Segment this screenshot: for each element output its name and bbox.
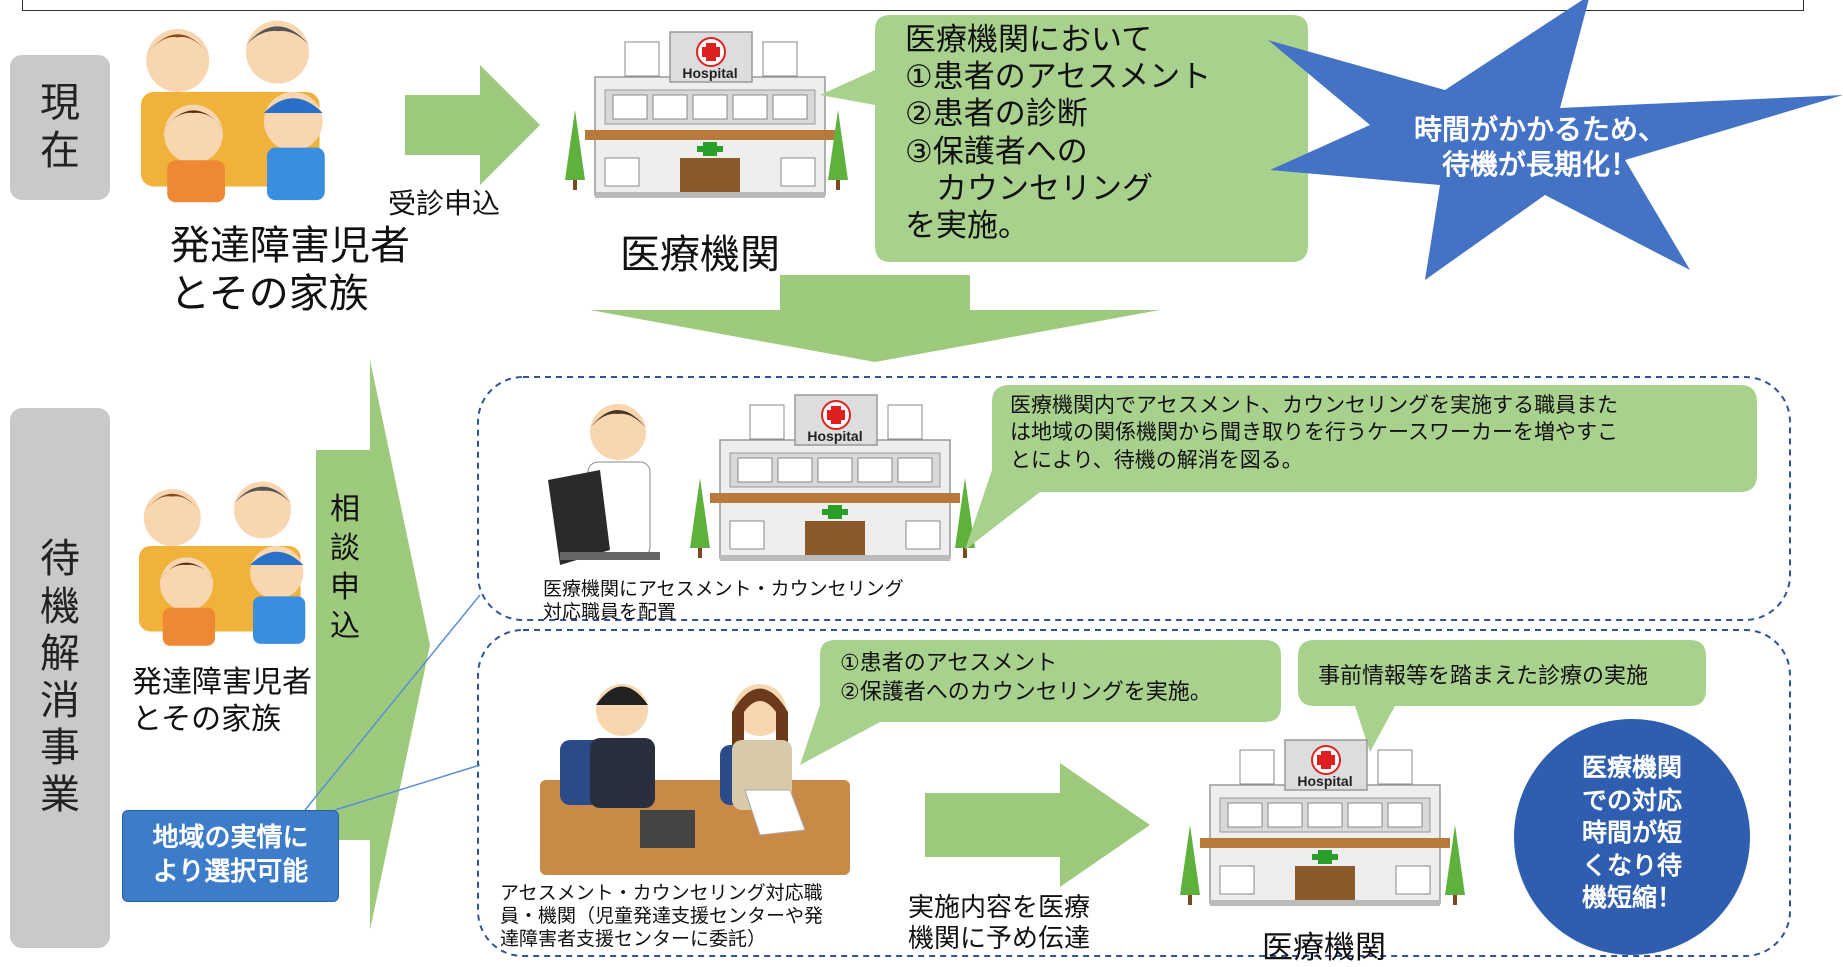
option-a-hospital-illustration: [709, 394, 961, 562]
current-bubble-line-3: ②患者の診断: [905, 96, 1088, 133]
project-arrow: [316, 360, 430, 930]
option-a-bubble-text: 医療機関内でアセスメント、カウンセリングを実施する職員また は地域の関係機関から…: [1010, 392, 1618, 474]
current-bubble-line-5: カウンセリング: [905, 170, 1153, 207]
option-b-circle-line-4: くなり待: [1581, 850, 1682, 880]
option-b-bubble-left-text: ①患者のアセスメント ②保護者へのカウンセリングを実施。: [840, 650, 1212, 707]
option-b-caption-line-3: 達障害者支援センターに委託）: [500, 928, 767, 951]
select-note-line-1: 地域の実情に: [152, 823, 309, 854]
section-current-label: 現 在: [10, 55, 110, 200]
current-bubble-text: 医療機関において ①患者のアセスメント ②患者の診断 ③保護者への カウンセリン…: [905, 22, 1211, 245]
doctor-illustration: [548, 404, 660, 565]
select-note-line-2: より選択可能: [152, 857, 309, 887]
select-note-box: 地域の実情に より選択可能: [122, 810, 339, 902]
project-arrow-label-4: 込: [330, 609, 360, 644]
current-family-label-line-2: とその家族: [170, 271, 369, 317]
option-a-caption-line-2: 対応職員を配置: [543, 600, 677, 623]
option-b-hospital-label: 医療機関: [1262, 930, 1386, 966]
option-b-bubble-left-line-1: ①患者のアセスメント: [840, 651, 1058, 676]
option-a-bubble-line-2: は地域の関係機関から聞き取りを行うケースワーカーを増やすこ: [1010, 420, 1618, 445]
current-family-label-line-1: 発達障害児者: [170, 223, 410, 269]
option-b-hospital-sign: Hospital: [1297, 773, 1352, 789]
current-star-line-1: 時間がかかるため、: [1413, 113, 1666, 146]
option-a-caption-line-1: 医療機関にアセスメント・カウンセリング: [543, 578, 904, 600]
connector-line-b: [334, 764, 481, 811]
current-hospital-label: 医療機関: [620, 232, 780, 278]
current-family-label: 発達障害児者 とその家族: [170, 222, 410, 318]
project-family-illustration: [139, 481, 306, 646]
current-family-illustration: [141, 20, 325, 203]
current-hospital-illustration: [584, 31, 836, 199]
current-hospital-sign: Hospital: [682, 65, 737, 81]
option-b-caption-line-1: アセスメント・カウンセリング対応職: [500, 882, 823, 904]
current-bubble-line-4: ③保護者への: [905, 133, 1088, 170]
connector-line-a: [304, 594, 481, 811]
option-a-caption: 医療機関にアセスメント・カウンセリング 対応職員を配置: [543, 578, 904, 624]
option-b-circle-line-3: 時間が短: [1581, 818, 1682, 847]
option-b-circle-text: 医療機関 での対応 時間が短 くなり待 機短縮！: [1532, 752, 1732, 915]
option-a-bubble: [965, 385, 1757, 550]
option-b-circle-line-2: での対応: [1581, 785, 1682, 815]
current-bubble-line-6: を実施。: [905, 207, 1029, 244]
option-b-bubble-left-line-2: ②保護者へのカウンセリングを実施。: [840, 679, 1212, 705]
transition-arrow: [590, 275, 1160, 362]
project-arrow-label: 相 談 申 込: [330, 490, 360, 646]
option-b-circle-line-1: 医療機関: [1581, 753, 1682, 782]
option-b-circle-line-5: 機短縮！: [1581, 883, 1682, 912]
option-b-caption: アセスメント・カウンセリング対応職 員・機関（児童発達支援センターや発 達障害者…: [500, 882, 823, 952]
project-arrow-label-2: 談: [330, 531, 360, 566]
option-b-arrow-label-2: 機関に予め伝達: [908, 924, 1091, 955]
project-arrow-label-1: 相: [330, 492, 360, 527]
option-a-hospital-sign: Hospital: [807, 428, 862, 444]
option-b-bubble-right-text: 事前情報等を踏まえた診療の実施: [1318, 664, 1649, 689]
project-family-label-line-2: とその家族: [132, 701, 282, 737]
option-b-arrow-label-1: 実施内容を医療: [908, 893, 1091, 923]
option-a-bubble-line-3: とにより、待機の解消を図る。: [1010, 447, 1303, 472]
option-b-caption-line-2: 員・機関（児童発達支援センターや発: [500, 905, 824, 928]
project-family-label: 発達障害児者 とその家族: [132, 665, 312, 738]
section-project-label: 待 機 解 消 事 業: [10, 408, 110, 948]
option-b-bubble-left: [800, 640, 1281, 765]
current-star-line-2: 待機が長期化！: [1441, 148, 1638, 181]
option-b-arrow: [925, 763, 1150, 887]
option-b-circle: [1514, 719, 1750, 955]
current-arrow-label: 受診申込: [388, 187, 501, 220]
option-b-bubble-right: [1298, 640, 1706, 752]
option-b-frame: [477, 629, 1791, 957]
project-family-label-line-1: 発達障害児者: [132, 665, 312, 700]
current-bubble-line-1: 医療機関において: [905, 22, 1153, 58]
option-b-hospital-illustration: [1199, 739, 1451, 907]
counselors-illustration: [540, 684, 850, 875]
top-frame: [22, 0, 1804, 11]
current-star-text: 時間がかかるため、 待機が長期化！: [1390, 112, 1690, 182]
current-star: [1268, 0, 1843, 280]
current-arrow: [405, 65, 540, 185]
option-a-frame: [477, 376, 1791, 621]
current-bubble: [820, 15, 1308, 262]
project-arrow-label-3: 申: [330, 570, 360, 605]
option-b-arrow-label: 実施内容を医療 機関に予め伝達: [908, 893, 1090, 955]
option-a-bubble-line-1: 医療機関内でアセスメント、カウンセリングを実施する職員また: [1010, 393, 1619, 417]
current-bubble-line-2: ①患者のアセスメント: [905, 59, 1212, 96]
